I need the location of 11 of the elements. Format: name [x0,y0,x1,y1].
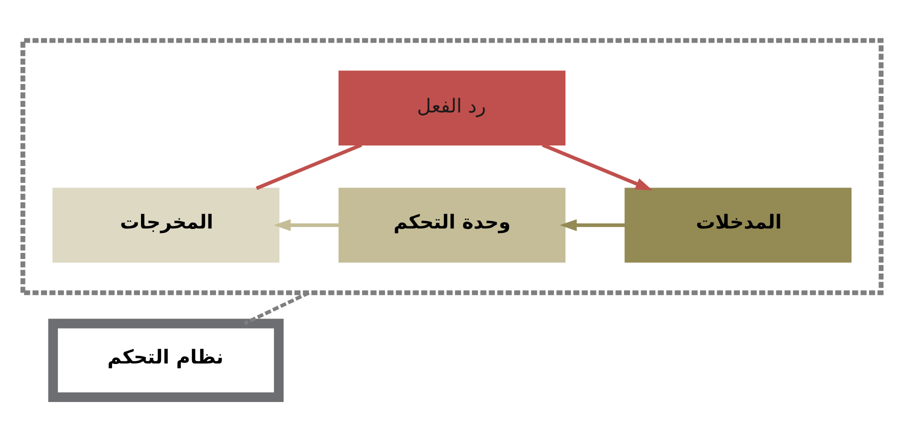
node-box: المخرجات [52,187,280,262]
cluster [20,38,884,295]
node-box: نظام التحكم [48,318,284,402]
node-box: رد الفعل [338,70,566,145]
connector [256,142,362,190]
arrow [542,142,653,190]
node-box: وحدة التحكم [338,187,566,262]
arrow [274,218,340,231]
connector [244,290,310,325]
node-box: المدخلات [624,187,852,262]
arrow [560,218,626,231]
